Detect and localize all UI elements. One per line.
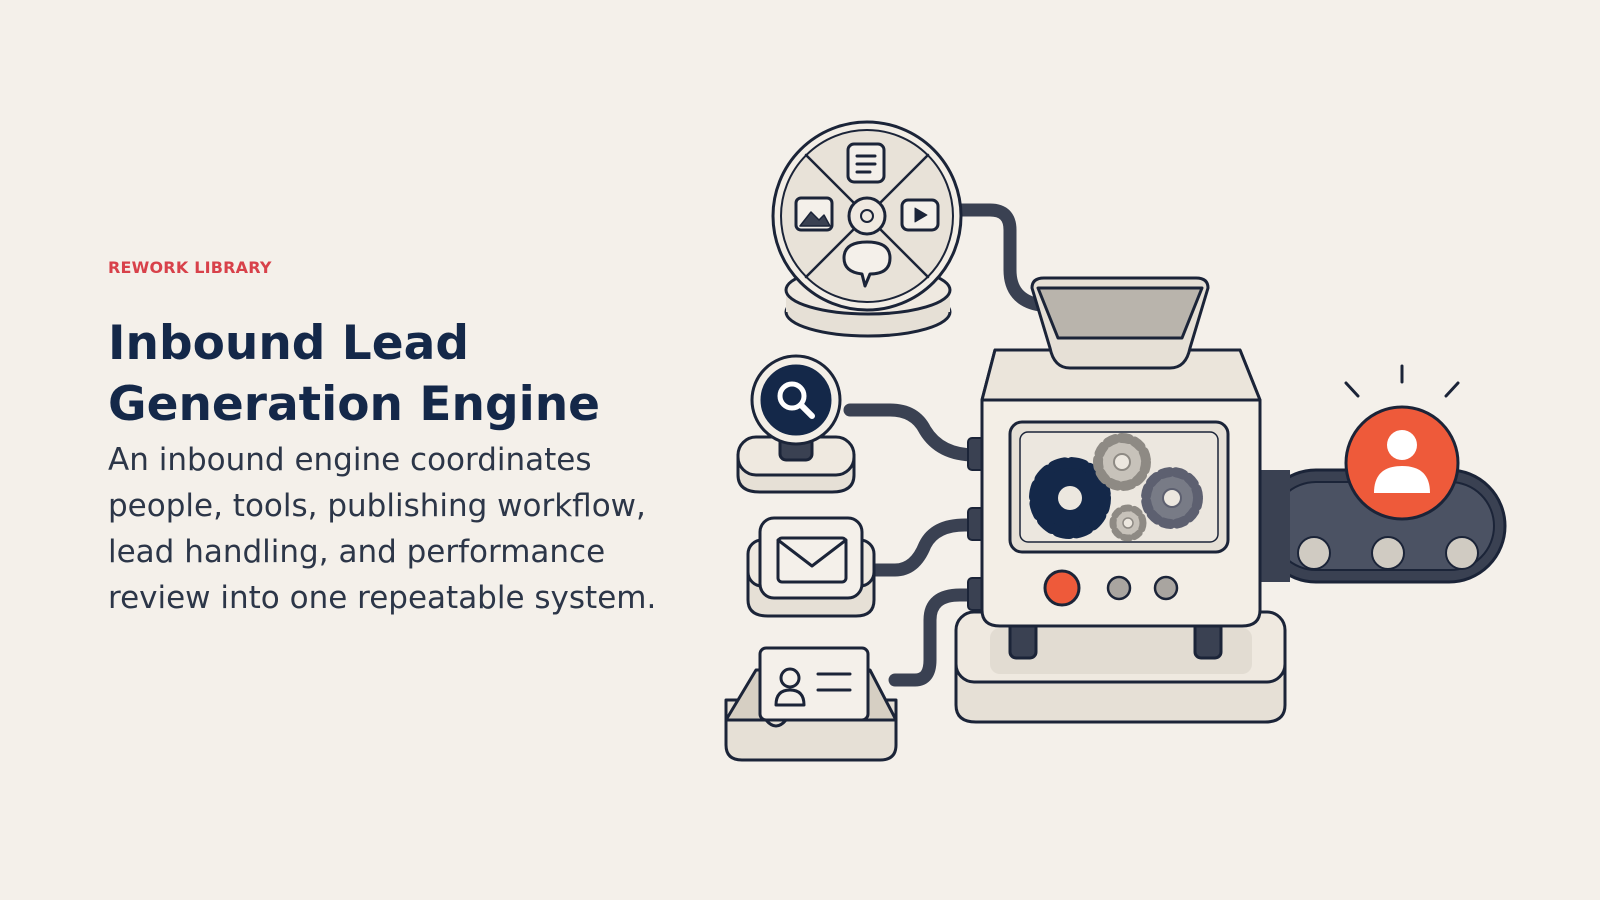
video-icon — [900, 198, 940, 232]
connector-pipes — [843, 203, 1047, 687]
page-title: Inbound Lead Generation Engine — [108, 313, 688, 435]
hero-text: REWORK LIBRARY Inbound Lead Generation E… — [108, 258, 688, 621]
gears-window — [1008, 420, 1230, 554]
gear-icon — [1109, 504, 1147, 542]
contact-card-icon — [724, 646, 898, 762]
title-line-1: Inbound Lead — [108, 316, 469, 371]
document-icon — [846, 142, 886, 184]
gear-icon — [1093, 433, 1151, 491]
gear-icon — [1029, 457, 1111, 539]
search-icon — [736, 354, 856, 494]
eyebrow-label: REWORK LIBRARY — [108, 258, 272, 277]
mail-icon — [746, 516, 876, 618]
hopper — [1030, 276, 1210, 370]
chat-icon — [842, 240, 892, 288]
image-icon — [794, 196, 834, 232]
description: An inbound engine coordinates people, to… — [108, 442, 657, 616]
title-line-2: Generation Engine — [108, 377, 601, 432]
control-buttons — [1043, 569, 1179, 607]
pipe-sockets — [967, 437, 985, 611]
gear-icon — [1141, 467, 1203, 529]
engine-machine — [954, 276, 1287, 724]
content-wheel-icon — [771, 120, 963, 338]
lead-person-icon — [1344, 364, 1460, 521]
lead-engine-illustration — [724, 120, 1507, 762]
